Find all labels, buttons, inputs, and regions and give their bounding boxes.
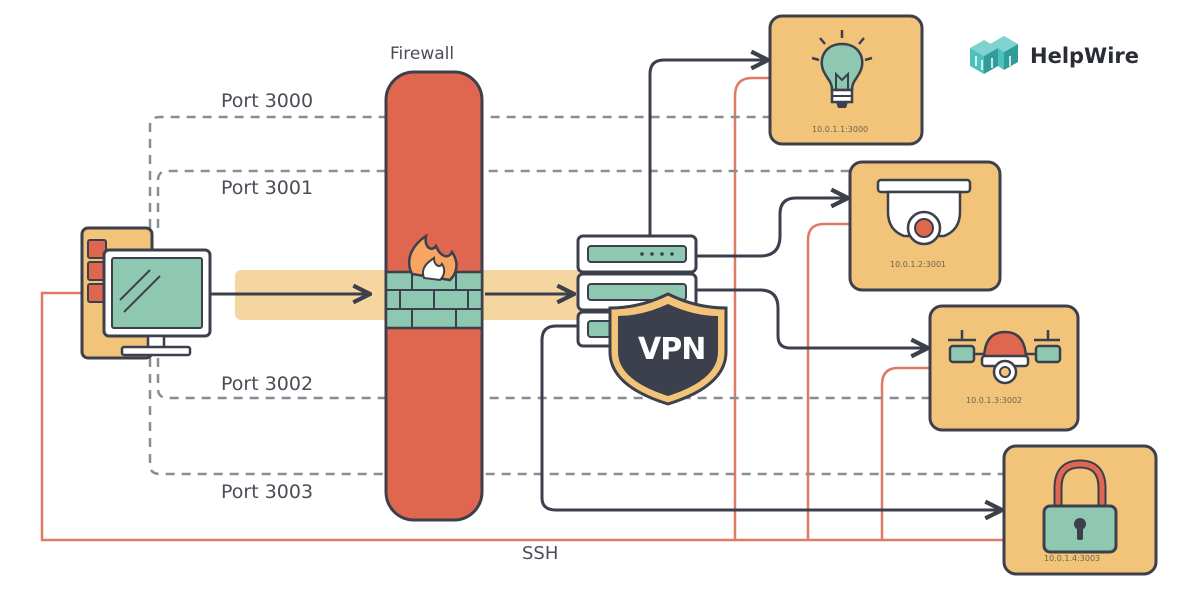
client-computer: [80, 226, 212, 360]
padlock-icon: [1042, 459, 1118, 554]
vpn-connection-arrows: [210, 60, 1000, 510]
stacked-cubes-logo-icon: [970, 36, 1018, 74]
port-dashed-lines: [148, 115, 1004, 476]
camera-icon: [876, 178, 972, 246]
fire-wall-icon: [384, 233, 484, 330]
lightbulb-icon: [811, 30, 873, 108]
vpn-shield-icon: [608, 292, 728, 406]
firewall: [384, 70, 484, 522]
ssh-connection-lines: [40, 76, 1004, 542]
drone-icon: [948, 330, 1062, 385]
